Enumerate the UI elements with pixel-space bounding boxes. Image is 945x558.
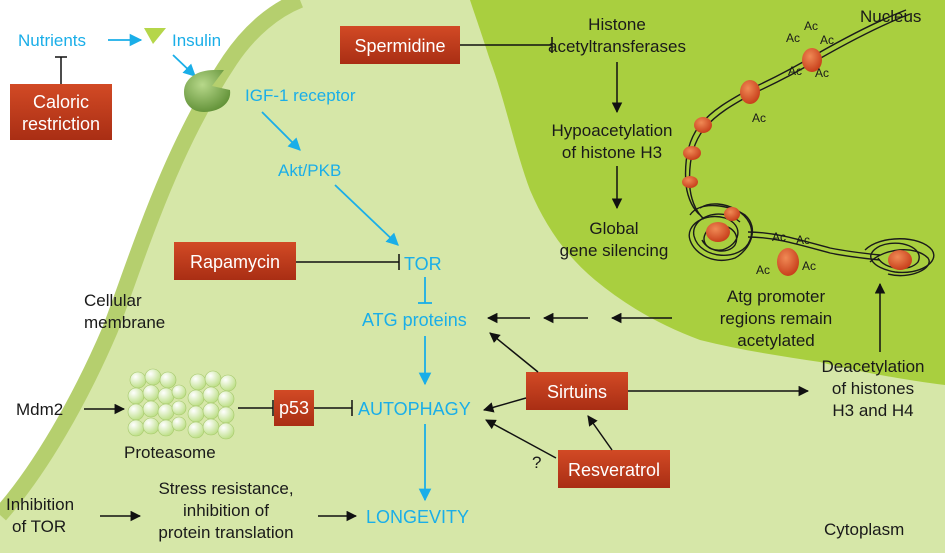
histone-8 bbox=[777, 248, 799, 276]
dna-strand-upper-2 bbox=[688, 13, 911, 220]
atg-promoter-label-2: regions remain bbox=[720, 309, 832, 328]
resveratrol-box bbox=[558, 450, 670, 488]
akt-pkb-label: Akt/PKB bbox=[278, 161, 341, 180]
dna-strand-middle bbox=[747, 231, 881, 256]
histone-acetyltransferases-label-1: Histone bbox=[588, 15, 646, 34]
inhibition-of-tor-label-2: of TOR bbox=[12, 517, 66, 536]
acetyl-labels: Ac Ac Ac Ac Ac Ac Ac Ac Ac Ac bbox=[752, 19, 834, 277]
histone-9 bbox=[888, 250, 912, 270]
histone-6 bbox=[706, 222, 730, 242]
receptor-to-akt-arrow bbox=[261, 111, 301, 151]
sirtuins-box bbox=[526, 372, 628, 410]
proteasome-cylinder-2 bbox=[187, 370, 237, 440]
histone-1 bbox=[802, 48, 822, 72]
tor-label: TOR bbox=[404, 254, 442, 274]
insulin-icon bbox=[144, 28, 166, 44]
caloric-restriction-label-1: Caloric bbox=[33, 92, 89, 112]
mdm2-label: Mdm2 bbox=[16, 400, 63, 419]
histone-acetyltransferases-label-2: acetyltransferases bbox=[548, 37, 686, 56]
histone-markers bbox=[682, 48, 912, 276]
sirtuins-to-autophagy-arrow bbox=[482, 397, 527, 413]
p53-box bbox=[274, 390, 314, 426]
spermidine-box bbox=[340, 26, 460, 64]
proteasome-icon bbox=[127, 368, 237, 440]
chromatin-coil-right-2 bbox=[869, 249, 930, 277]
cellular-membrane bbox=[0, 0, 304, 521]
p53-label: p53 bbox=[279, 398, 309, 418]
cellular-membrane-label-1: Cellular bbox=[84, 291, 142, 310]
nucleus-region bbox=[470, 0, 945, 385]
atg-proteins-label: ATG proteins bbox=[362, 310, 467, 330]
ac-label-10: Ac bbox=[802, 259, 816, 273]
ac-label-2: Ac bbox=[804, 19, 818, 33]
histone-3 bbox=[694, 117, 712, 133]
stress-resistance-label-2: inhibition of bbox=[183, 501, 269, 520]
deacetylation-label-2: of histones bbox=[832, 379, 914, 398]
global-silencing-label-2: gene silencing bbox=[560, 241, 669, 260]
nutrients-label: Nutrients bbox=[18, 31, 86, 50]
sirtuins-label: Sirtuins bbox=[547, 382, 607, 402]
deacetylation-label-3: H3 and H4 bbox=[832, 401, 913, 420]
resveratrol-to-autophagy-arrow bbox=[485, 419, 557, 459]
stress-resistance-label-3: protein translation bbox=[158, 523, 293, 542]
ac-label-6: Ac bbox=[752, 111, 766, 125]
inhibition-of-tor-label-1: Inhibition bbox=[6, 495, 74, 514]
hypoacetylation-label-2: of histone H3 bbox=[562, 143, 662, 162]
chromatin-coil-left bbox=[688, 204, 754, 261]
resveratrol-label: Resveratrol bbox=[568, 460, 660, 480]
histone-5 bbox=[682, 176, 698, 188]
hypoacetylation-label-1: Hypoacetylation bbox=[552, 121, 673, 140]
histone-7 bbox=[724, 207, 740, 221]
autophagy-label: AUTOPHAGY bbox=[358, 399, 471, 419]
ac-label-1: Ac bbox=[786, 31, 800, 45]
stress-resistance-label-1: Stress resistance, bbox=[158, 479, 293, 498]
caloric-restriction-box bbox=[10, 84, 112, 140]
ac-label-4: Ac bbox=[788, 64, 802, 78]
longevity-label: LONGEVITY bbox=[366, 507, 469, 527]
resveratrol-to-sirtuins-arrow bbox=[587, 415, 613, 451]
ac-label-3: Ac bbox=[820, 33, 834, 47]
ac-label-9: Ac bbox=[756, 263, 770, 277]
proteasome-cylinder-1 bbox=[127, 368, 187, 437]
ac-label-5: Ac bbox=[815, 66, 829, 80]
insulin-to-receptor-arrow bbox=[172, 54, 196, 77]
sirtuins-to-atg-arrow bbox=[489, 332, 539, 373]
igf1-receptor-label: IGF-1 receptor bbox=[245, 86, 356, 105]
caloric-restriction-label-2: restriction bbox=[22, 114, 100, 134]
atg-promoter-label-3: acetylated bbox=[737, 331, 815, 350]
histone-2 bbox=[740, 80, 760, 104]
insulin-label: Insulin bbox=[172, 31, 221, 50]
cellular-membrane-label-2: membrane bbox=[84, 313, 165, 332]
deacetylation-label-1: Deacetylation bbox=[821, 357, 924, 376]
igf1-receptor-icon bbox=[184, 70, 231, 112]
akt-to-tor-arrow bbox=[334, 184, 399, 246]
ac-label-7: Ac bbox=[772, 230, 786, 244]
dna-strand-middle-2 bbox=[747, 236, 881, 261]
ac-label-8: Ac bbox=[796, 233, 810, 247]
question-mark-label: ? bbox=[532, 453, 541, 472]
global-silencing-label-1: Global bbox=[589, 219, 638, 238]
rapamycin-label: Rapamycin bbox=[190, 252, 280, 272]
spermidine-label: Spermidine bbox=[354, 36, 445, 56]
histone-4 bbox=[683, 146, 701, 160]
chromatin-illustration bbox=[684, 9, 935, 277]
atg-promoter-label-1: Atg promoter bbox=[727, 287, 826, 306]
proteasome-label: Proteasome bbox=[124, 443, 216, 462]
rapamycin-box bbox=[174, 242, 296, 280]
cytoplasm-label: Cytoplasm bbox=[824, 520, 904, 539]
